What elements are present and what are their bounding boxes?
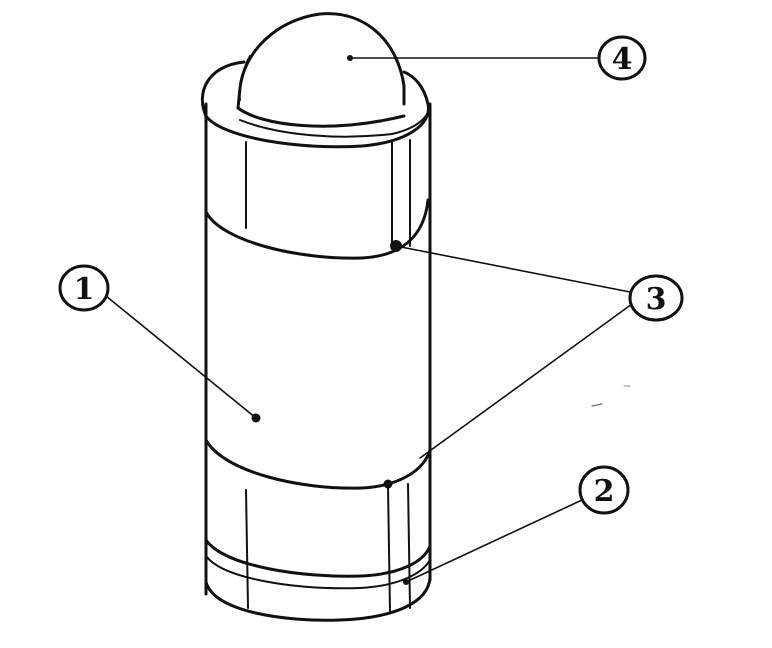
anchor-dot-4 — [347, 55, 353, 61]
lower-band — [204, 438, 432, 613]
cylinder-body — [204, 102, 432, 622]
leaders — [105, 55, 633, 585]
anchor-dot-1 — [251, 413, 261, 423]
anchor-dot-2 — [403, 579, 409, 585]
callout-4-label: 4 — [612, 42, 633, 77]
scan-specks — [591, 385, 631, 407]
leader-3-upper — [395, 245, 631, 293]
callout-1-label: 1 — [74, 272, 95, 307]
leader-1 — [105, 295, 257, 419]
callout-3-label: 3 — [646, 282, 667, 317]
callout-2: 2 — [578, 465, 630, 515]
dome-cap — [236, 12, 406, 128]
anchor-dot-3-lower — [383, 479, 393, 489]
anchor-dot-3-upper — [390, 240, 402, 252]
callout-2-label: 2 — [594, 474, 615, 509]
callout-3: 3 — [628, 274, 684, 322]
cylinder-top-rim — [200, 60, 430, 149]
upper-band — [204, 139, 430, 260]
callout-1: 1 — [58, 264, 110, 312]
leader-2 — [405, 499, 583, 583]
callout-4: 4 — [597, 35, 647, 81]
leader-3-lower — [419, 303, 633, 459]
